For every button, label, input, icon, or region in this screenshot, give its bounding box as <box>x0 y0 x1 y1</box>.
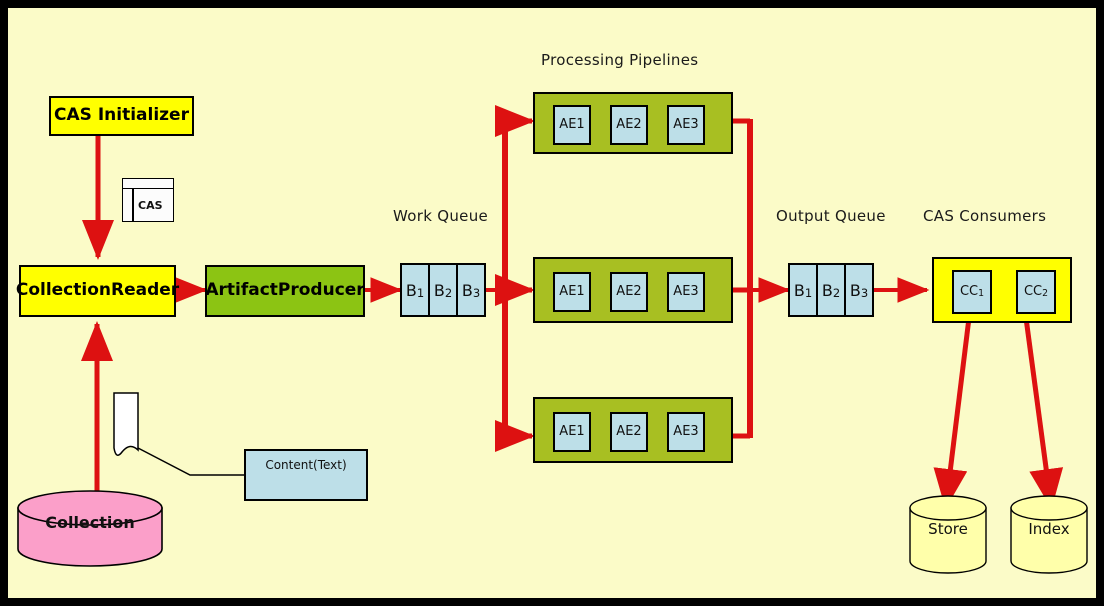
collection-reader-label: CollectionReader <box>15 280 180 301</box>
consumer-cc2-base: CC <box>1023 284 1043 300</box>
pipeline-3-stage-2[interactable]: AE2 <box>610 412 648 452</box>
document-icon <box>113 392 139 456</box>
cas-object-icon: CAS <box>122 178 174 222</box>
label-work-queue: Work Queue <box>393 207 489 225</box>
label-cas-consumers: CAS Consumers <box>923 207 1047 225</box>
pipeline-3-stage-3[interactable]: AE3 <box>667 412 705 452</box>
pipeline-2-stage-1-label: AE1 <box>559 284 585 300</box>
pipeline-3-stage-2-label: AE2 <box>616 424 642 440</box>
pipeline-3-stage-1[interactable]: AE1 <box>553 412 591 452</box>
pipeline-1-stage-3-label: AE3 <box>673 117 699 133</box>
pipeline-3-container[interactable]: AE1 AE2 AE3 <box>533 397 733 463</box>
cas-initializer-label: CAS Initializer <box>54 105 189 126</box>
pipeline-2-container[interactable]: AE1 AE2 AE3 <box>533 257 733 323</box>
index-label: Index <box>1028 520 1070 538</box>
consumer-cc1-base: CC <box>959 284 979 300</box>
cas-icon-header-bar <box>123 179 173 189</box>
content-text-note-label: Content(Text) <box>265 458 347 472</box>
pipeline-3-stage-1-label: AE1 <box>559 424 585 440</box>
collection-reader-box[interactable]: CollectionReader <box>15 265 180 317</box>
output-queue-cell-2-sub: 2 <box>832 285 841 300</box>
output-queue-cell-2-base: B <box>821 280 833 300</box>
pipeline-1-stage-1-label: AE1 <box>559 117 585 133</box>
pipeline-1-stage-2-label: AE2 <box>616 117 642 133</box>
work-queue-cell-1-base: B <box>405 280 417 300</box>
consumer-cc1-sub: 1 <box>978 288 985 300</box>
pipeline-2-stage-2[interactable]: AE2 <box>610 272 648 312</box>
arrow-cc1-to-store <box>933 317 972 509</box>
pipeline-2-stage-3-label: AE3 <box>673 284 699 300</box>
diagram-stage: Processing Pipelines Work Queue Output Q… <box>8 8 1096 598</box>
work-queue-cell-3-base: B <box>461 280 473 300</box>
consumer-cc2-sub: 2 <box>1042 288 1049 300</box>
artifact-producer-label: ArtifactProducer <box>205 280 365 301</box>
output-queue-cell-1-sub: 1 <box>804 285 813 300</box>
pipeline-2-stage-2-label: AE2 <box>616 284 642 300</box>
label-output-queue: Output Queue <box>776 207 886 225</box>
output-queue-cell-3-base: B <box>849 280 861 300</box>
label-processing-pipelines: Processing Pipelines <box>541 51 699 69</box>
pipeline-1-stage-1[interactable]: AE1 <box>553 105 591 145</box>
work-queue-cell-2-base: B <box>433 280 445 300</box>
collection-label: Collection <box>45 513 135 532</box>
leader-line-content-note <box>137 447 244 476</box>
work-queue-cell-2-sub: 2 <box>444 285 453 300</box>
cas-initializer-box[interactable]: CAS Initializer <box>49 96 194 136</box>
cas-icon-label: CAS <box>138 199 163 212</box>
artifact-producer-box[interactable]: ArtifactProducer <box>205 265 365 317</box>
store-label: Store <box>928 520 968 538</box>
pipeline-2-stage-3[interactable]: AE3 <box>667 272 705 312</box>
pipeline-1-stage-2[interactable]: AE2 <box>610 105 648 145</box>
pipeline-1-container[interactable]: AE1 AE2 AE3 <box>533 92 733 154</box>
cas-icon-divider <box>132 188 134 221</box>
pipeline-2-stage-1[interactable]: AE1 <box>553 272 591 312</box>
pipeline-3-stage-3-label: AE3 <box>673 424 699 440</box>
pipeline-1-stage-3[interactable]: AE3 <box>667 105 705 145</box>
arrow-cc2-to-index <box>1023 317 1064 509</box>
output-queue-cell-1-base: B <box>793 280 805 300</box>
output-queue-cell-3-sub: 3 <box>860 285 869 300</box>
work-queue-cell-3-sub: 3 <box>472 285 481 300</box>
content-text-note[interactable]: Content(Text) <box>244 449 368 501</box>
work-queue-cell-1-sub: 1 <box>416 285 425 300</box>
